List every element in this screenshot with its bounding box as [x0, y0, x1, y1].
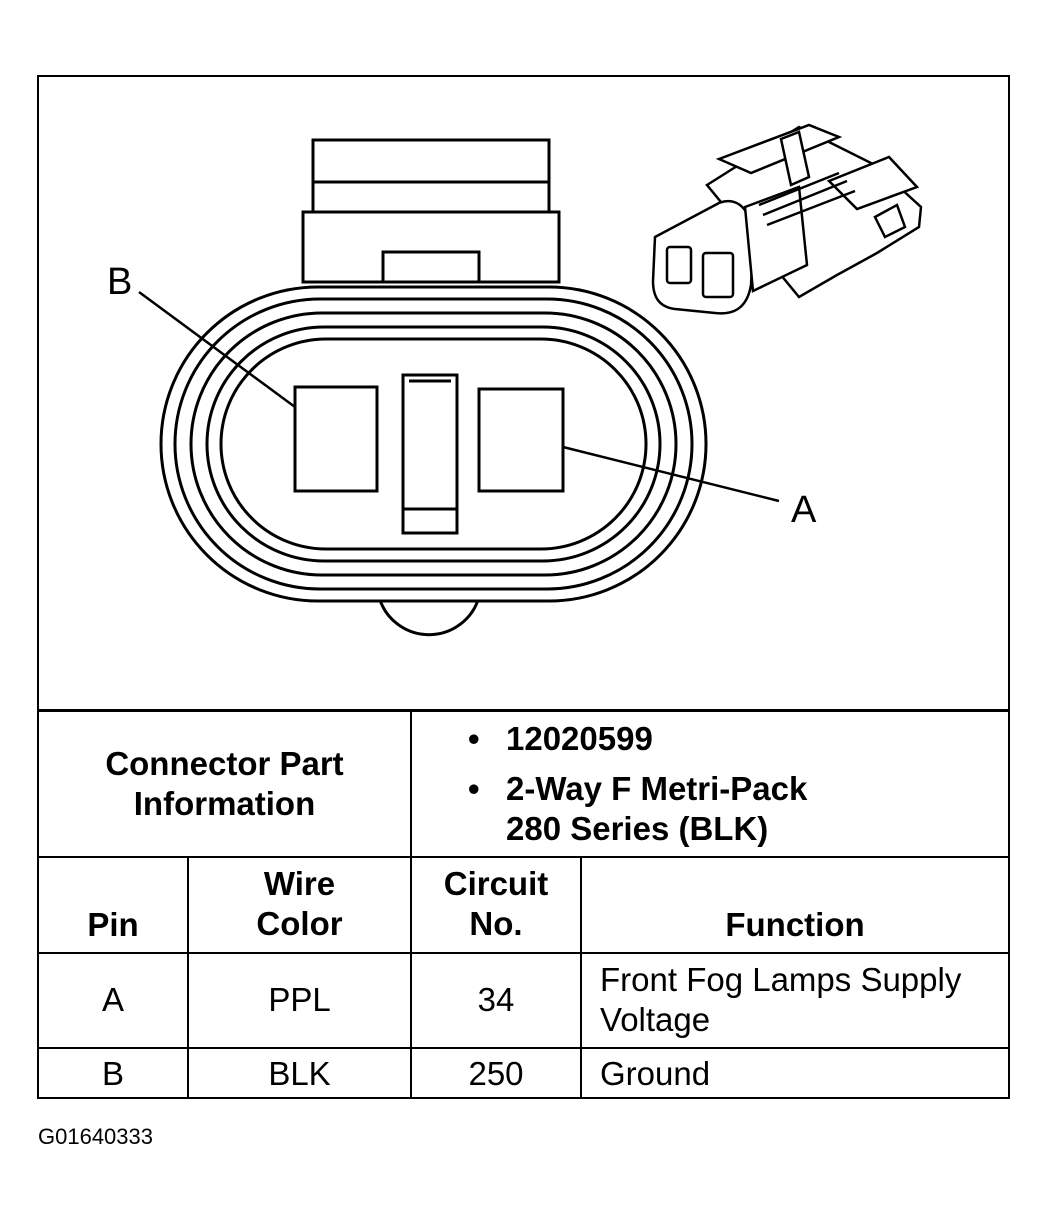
row-b-circuit: 250 [410, 1046, 582, 1099]
row-a-wire-color: PPL [187, 951, 412, 1049]
row-b-pin: B [39, 1046, 189, 1099]
function-line-2: Voltage [600, 1001, 711, 1038]
diagram-frame: B A Connector Part Information • 12020599… [37, 75, 1010, 1099]
pin-b-label: B [107, 261, 133, 303]
header-function: Function [580, 855, 1008, 954]
part-info-row: Connector Part Information • 12020599 • 2-… [39, 709, 1008, 858]
bullet-icon: • [468, 769, 480, 807]
table-row: B BLK 250 Ground [39, 1046, 1008, 1099]
connector-face-drawing [138, 123, 923, 637]
part-number: 12020599 [506, 720, 653, 758]
bullet-icon: • [468, 720, 480, 758]
connector-diagram: B A [39, 77, 1008, 709]
row-b-function: Ground [580, 1046, 1008, 1099]
connector-type: 2-Way F Metri-Pack [506, 769, 808, 807]
header-pin: Pin [39, 855, 189, 954]
function-line-1: Front Fog Lamps Supply [600, 961, 962, 999]
connector-series: 280 Series (BLK) [506, 809, 769, 847]
row-b-wire-color: BLK [187, 1046, 412, 1099]
pin-a-label: A [791, 489, 817, 531]
figure-id: G01640333 [38, 1124, 153, 1149]
connector-info-table: Connector Part Information • 12020599 • 2-… [39, 709, 1008, 1099]
part-info-label: Connector Part Information [39, 709, 412, 858]
row-a-pin: A [39, 951, 189, 1049]
row-a-circuit: 34 [410, 951, 582, 1049]
